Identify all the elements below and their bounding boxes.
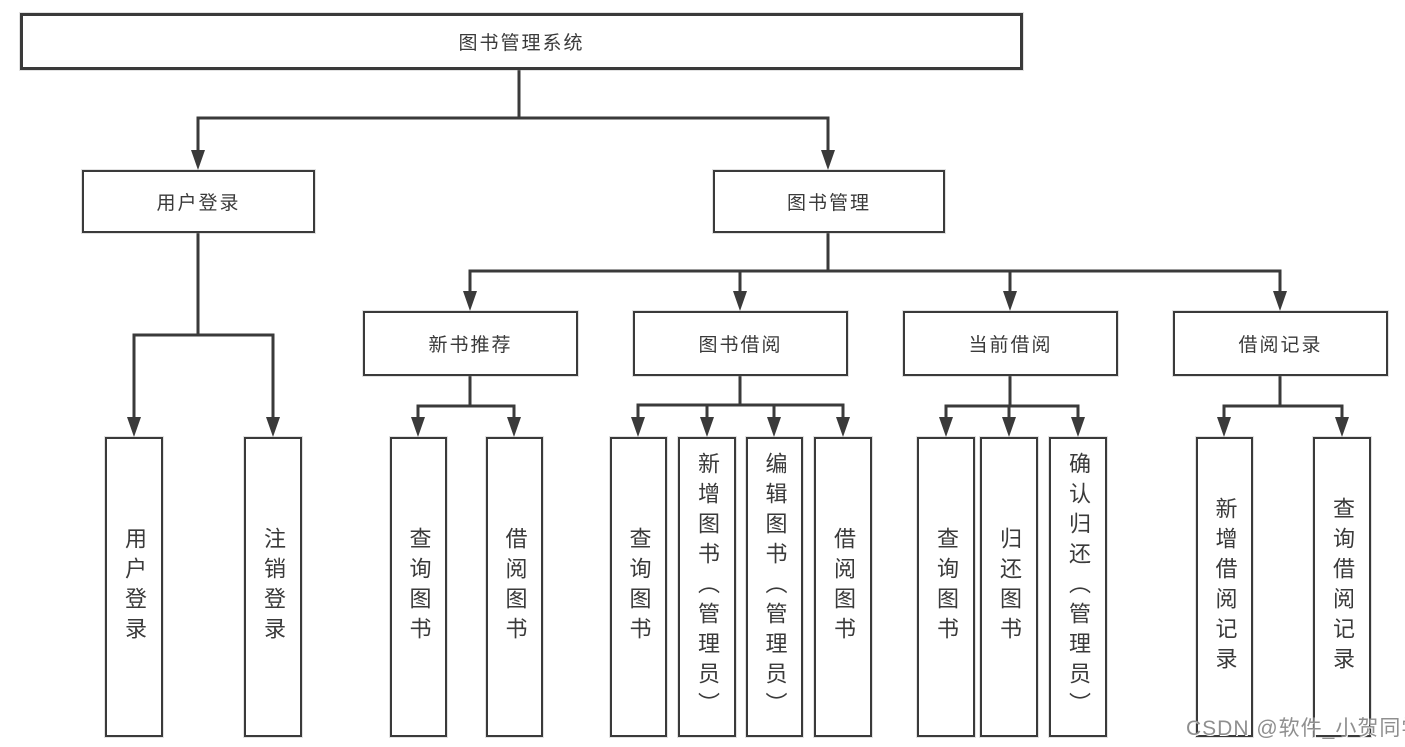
- leaf-label: 注销登录: [261, 527, 286, 647]
- node-root-library-system: 图书管理系统: [20, 13, 1023, 70]
- leaf-nb-query-books: 查询图书: [390, 437, 447, 737]
- leaf-label: 新增借阅记录: [1212, 497, 1238, 677]
- watermark: CSDN @软件_小贺同学: [1186, 717, 1405, 740]
- leaf-cb-confirm-return-admin: 确认归还（管理员）: [1049, 437, 1107, 737]
- connector-book-mgmt-to-level3: [463, 231, 1287, 311]
- leaf-label: 用户登录: [122, 527, 147, 647]
- leaf-cb-return-books: 归还图书: [980, 437, 1038, 737]
- leaf-label: 查询图书: [626, 527, 652, 647]
- node-label: 用户登录: [156, 193, 241, 214]
- leaf-bb-edit-books-admin: 编辑图书（管理员）: [746, 437, 803, 737]
- node-user-login: 用户登录: [82, 170, 315, 233]
- leaf-br-query-borrow-record: 查询借阅记录: [1313, 437, 1371, 737]
- node-book-borrowing: 图书借阅: [633, 311, 848, 376]
- node-borrowing-records: 借阅记录: [1173, 311, 1388, 376]
- leaf-label: 借阅图书: [831, 527, 856, 647]
- node-current-borrowing: 当前借阅: [903, 311, 1118, 376]
- leaf-user-login: 用户登录: [105, 437, 163, 737]
- leaf-logout: 注销登录: [244, 437, 302, 737]
- connector-new-book-rec-to-leaves: [411, 374, 521, 437]
- leaf-bb-borrow-books: 借阅图书: [814, 437, 872, 737]
- leaf-label: 确认归还（管理员）: [1066, 452, 1091, 722]
- node-label: 借阅记录: [1238, 335, 1323, 356]
- leaf-label: 查询图书: [406, 527, 432, 647]
- connector-user-login-to-leaves: [127, 231, 280, 437]
- connector-current-borrow-to-leaves: [939, 374, 1085, 437]
- connector-book-borrow-to-leaves: [631, 374, 850, 437]
- leaf-bb-add-books-admin: 新增图书（管理员）: [678, 437, 736, 737]
- leaf-label: 借阅图书: [502, 527, 528, 647]
- node-book-management: 图书管理: [713, 170, 945, 233]
- leaf-nb-borrow-books: 借阅图书: [486, 437, 543, 737]
- node-label: 新书推荐: [428, 335, 513, 356]
- connector-borrow-records-to-leaves: [1217, 374, 1349, 437]
- node-label: 图书管理: [786, 193, 871, 214]
- node-label: 当前借阅: [968, 335, 1053, 356]
- leaf-cb-query-books: 查询图书: [917, 437, 975, 737]
- connector-root-to-level2: [191, 68, 835, 170]
- leaf-label: 编辑图书（管理员）: [762, 452, 788, 722]
- leaf-label: 新增图书（管理员）: [695, 452, 720, 722]
- node-label: 图书借阅: [698, 335, 783, 356]
- leaf-br-add-borrow-record: 新增借阅记录: [1196, 437, 1253, 737]
- node-new-book-recommendation: 新书推荐: [363, 311, 578, 376]
- leaf-label: 查询图书: [934, 527, 959, 647]
- leaf-label: 归还图书: [997, 527, 1022, 647]
- leaf-label: 查询借阅记录: [1330, 497, 1355, 677]
- leaf-bb-query-books: 查询图书: [610, 437, 667, 737]
- node-label: 图书管理系统: [458, 33, 585, 54]
